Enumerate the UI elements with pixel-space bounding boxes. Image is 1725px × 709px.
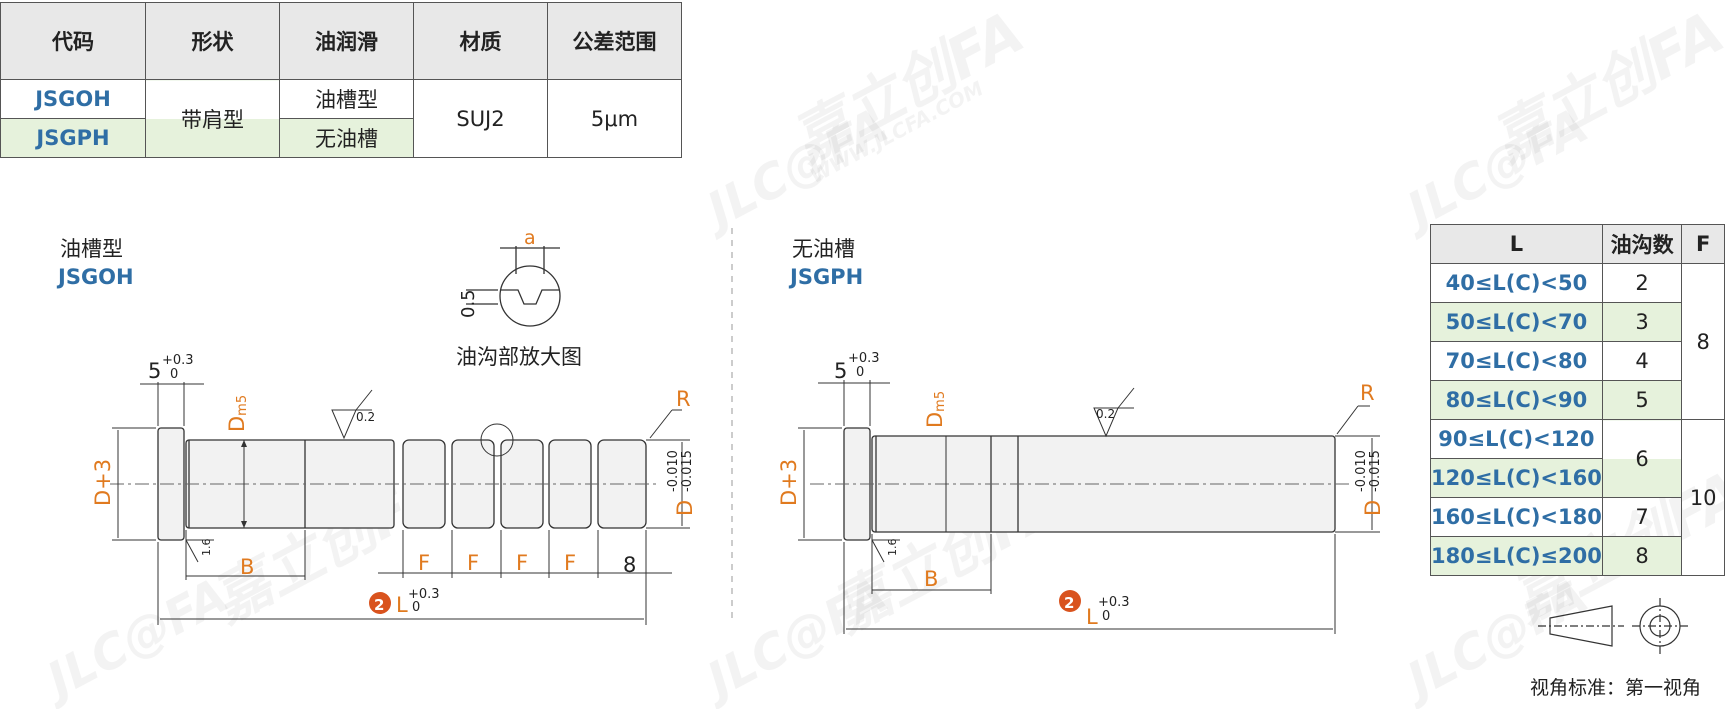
head-dia-label: D+3 xyxy=(91,459,115,506)
length-tol-zero: 0 xyxy=(1102,609,1110,624)
roughness-16: 1.6 xyxy=(886,539,899,557)
mark-2: 2 xyxy=(1064,594,1074,612)
f-label: F xyxy=(418,551,430,575)
range-cell: 40≤L(C)<50 xyxy=(1430,263,1603,303)
code-jsgoh: JSGOH xyxy=(0,79,146,119)
left-title: 油槽型 xyxy=(60,237,123,261)
count-cell: 2 xyxy=(1601,263,1683,303)
left-shoulder-tol-plus: +0.3 xyxy=(162,353,194,368)
left-pin xyxy=(157,427,647,541)
end-8: 8 xyxy=(623,553,636,577)
spec-table: 代码 形状 油润滑 材质 公差范围 JSGOH 带肩型 油槽型 SUJ2 5μm… xyxy=(0,2,682,158)
dia-tol-1: -0.010 xyxy=(1354,450,1369,492)
dm5-label: Dm5 xyxy=(923,391,948,428)
f-label: F xyxy=(467,551,479,575)
count-cell-merged: 6 xyxy=(1601,419,1683,498)
detail-circle xyxy=(480,423,514,457)
header-f: F xyxy=(1681,224,1725,264)
detail-a: a xyxy=(524,227,536,249)
lube-none: 无油槽 xyxy=(279,118,414,158)
right-shoulder-tol-zero: 0 xyxy=(856,365,864,380)
mark-2-icon xyxy=(1059,590,1081,612)
f-label: F xyxy=(516,551,528,575)
header-code: 代码 xyxy=(0,2,146,80)
range-cell: 90≤L(C)<120 xyxy=(1430,419,1603,459)
left-code: JSGOH xyxy=(58,265,134,289)
f-label: F xyxy=(564,551,576,575)
right-code: JSGPH xyxy=(790,265,864,289)
material-cell: SUJ2 xyxy=(413,79,548,158)
dia-label: D xyxy=(673,500,697,516)
length-tol-plus: +0.3 xyxy=(1098,595,1130,610)
roughness-16: 1.6 xyxy=(200,539,213,557)
mark-2-icon xyxy=(369,592,391,614)
b-label: B xyxy=(924,567,938,591)
f-cell: 10 xyxy=(1681,419,1725,576)
header-tolerance: 公差范围 xyxy=(547,2,682,80)
r-label: R xyxy=(676,387,691,411)
tolerance-cell: 5μm xyxy=(547,79,682,158)
range-cell: 180≤L(C)≤200 xyxy=(1430,536,1603,576)
f-cell: 8 xyxy=(1681,263,1725,420)
dia-label: D xyxy=(1361,500,1385,516)
dm5-label: Dm5 xyxy=(225,395,250,432)
groove-table: L 油沟数 F 40≤L(C)<50 2 8 50≤L(C)<70 3 70≤L… xyxy=(1430,224,1725,576)
roughness-02: 0.2 xyxy=(356,410,375,424)
shape-cell: 带肩型 xyxy=(145,79,280,158)
view-standard: 视角标准：第一视角 xyxy=(1530,677,1701,699)
count-cell: 7 xyxy=(1601,497,1683,537)
count-cell: 8 xyxy=(1601,536,1683,576)
detail-caption: 油沟部放大图 xyxy=(456,345,582,369)
header-l: L xyxy=(1430,224,1603,264)
length-label: L xyxy=(396,593,408,617)
count-cell: 4 xyxy=(1601,341,1683,381)
left-shoulder-tol-zero: 0 xyxy=(170,367,178,382)
length-label: L xyxy=(1086,605,1098,629)
range-cell: 80≤L(C)<90 xyxy=(1430,380,1603,420)
groove-detail xyxy=(466,246,561,327)
dia-tol-1: -0.010 xyxy=(666,450,681,492)
b-label: B xyxy=(240,555,254,579)
range-cell: 50≤L(C)<70 xyxy=(1430,302,1603,342)
head-dia-label: D+3 xyxy=(777,459,801,506)
left-shoulder: 5 xyxy=(148,359,161,383)
right-shoulder: 5 xyxy=(834,359,847,383)
detail-depth: 0.5 xyxy=(458,289,479,318)
length-tol-plus: +0.3 xyxy=(408,587,440,602)
right-title: 无油槽 xyxy=(792,237,855,261)
range-cell: 70≤L(C)<80 xyxy=(1430,341,1603,381)
range-cell: 160≤L(C)<180 xyxy=(1430,497,1603,537)
right-shoulder-tol-plus: +0.3 xyxy=(848,351,880,366)
header-count: 油沟数 xyxy=(1601,224,1683,264)
dia-tol-2: -0.015 xyxy=(1368,450,1383,492)
count-cell: 5 xyxy=(1601,380,1683,420)
count-cell: 3 xyxy=(1601,302,1683,342)
mark-2: 2 xyxy=(374,596,384,614)
roughness-02: 0.2 xyxy=(1096,407,1115,421)
dia-tol-2: -0.015 xyxy=(680,450,695,492)
code-jsgph: JSGPH xyxy=(0,118,146,158)
range-cell: 120≤L(C)<160 xyxy=(1430,458,1603,498)
header-material: 材质 xyxy=(413,2,548,80)
length-tol-zero: 0 xyxy=(412,600,420,615)
r-label: R xyxy=(1360,381,1375,405)
first-angle-projection-icon xyxy=(1538,598,1688,654)
